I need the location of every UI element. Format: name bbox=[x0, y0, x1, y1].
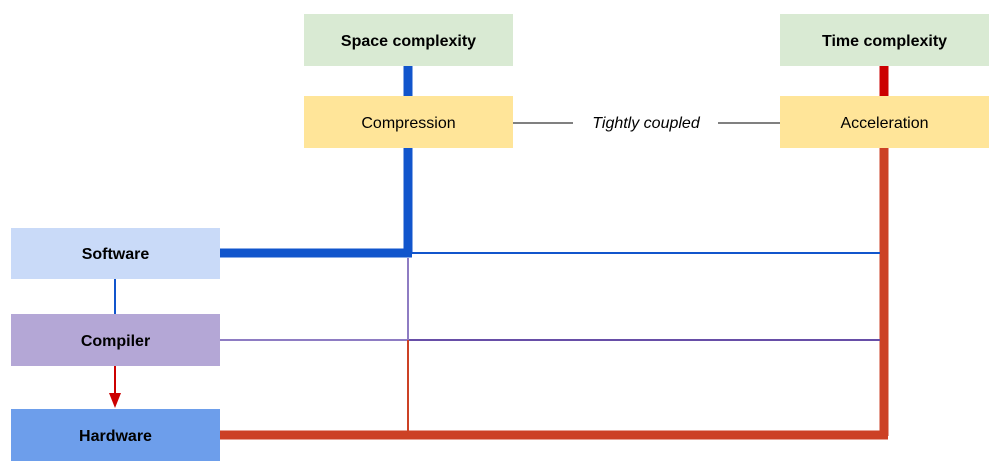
acceleration-box: Acceleration bbox=[780, 96, 989, 148]
compression-box: Compression bbox=[304, 96, 513, 148]
space-complexity-label: Space complexity bbox=[341, 33, 476, 50]
compression-label: Compression bbox=[361, 115, 455, 132]
time-complexity-label: Time complexity bbox=[822, 33, 947, 50]
arrowhead-icon bbox=[109, 393, 121, 408]
time-complexity-box: Time complexity bbox=[780, 14, 989, 66]
compiler-box: Compiler bbox=[11, 314, 220, 366]
acceleration-label: Acceleration bbox=[840, 115, 928, 132]
space-complexity-box: Space complexity bbox=[304, 14, 513, 66]
compiler-label: Compiler bbox=[81, 333, 150, 350]
hardware-box: Hardware bbox=[11, 409, 220, 461]
software-label: Software bbox=[82, 246, 150, 263]
hardware-label: Hardware bbox=[79, 428, 152, 445]
software-box: Software bbox=[11, 228, 220, 279]
tightly-coupled-label: Tightly coupled bbox=[592, 115, 701, 132]
